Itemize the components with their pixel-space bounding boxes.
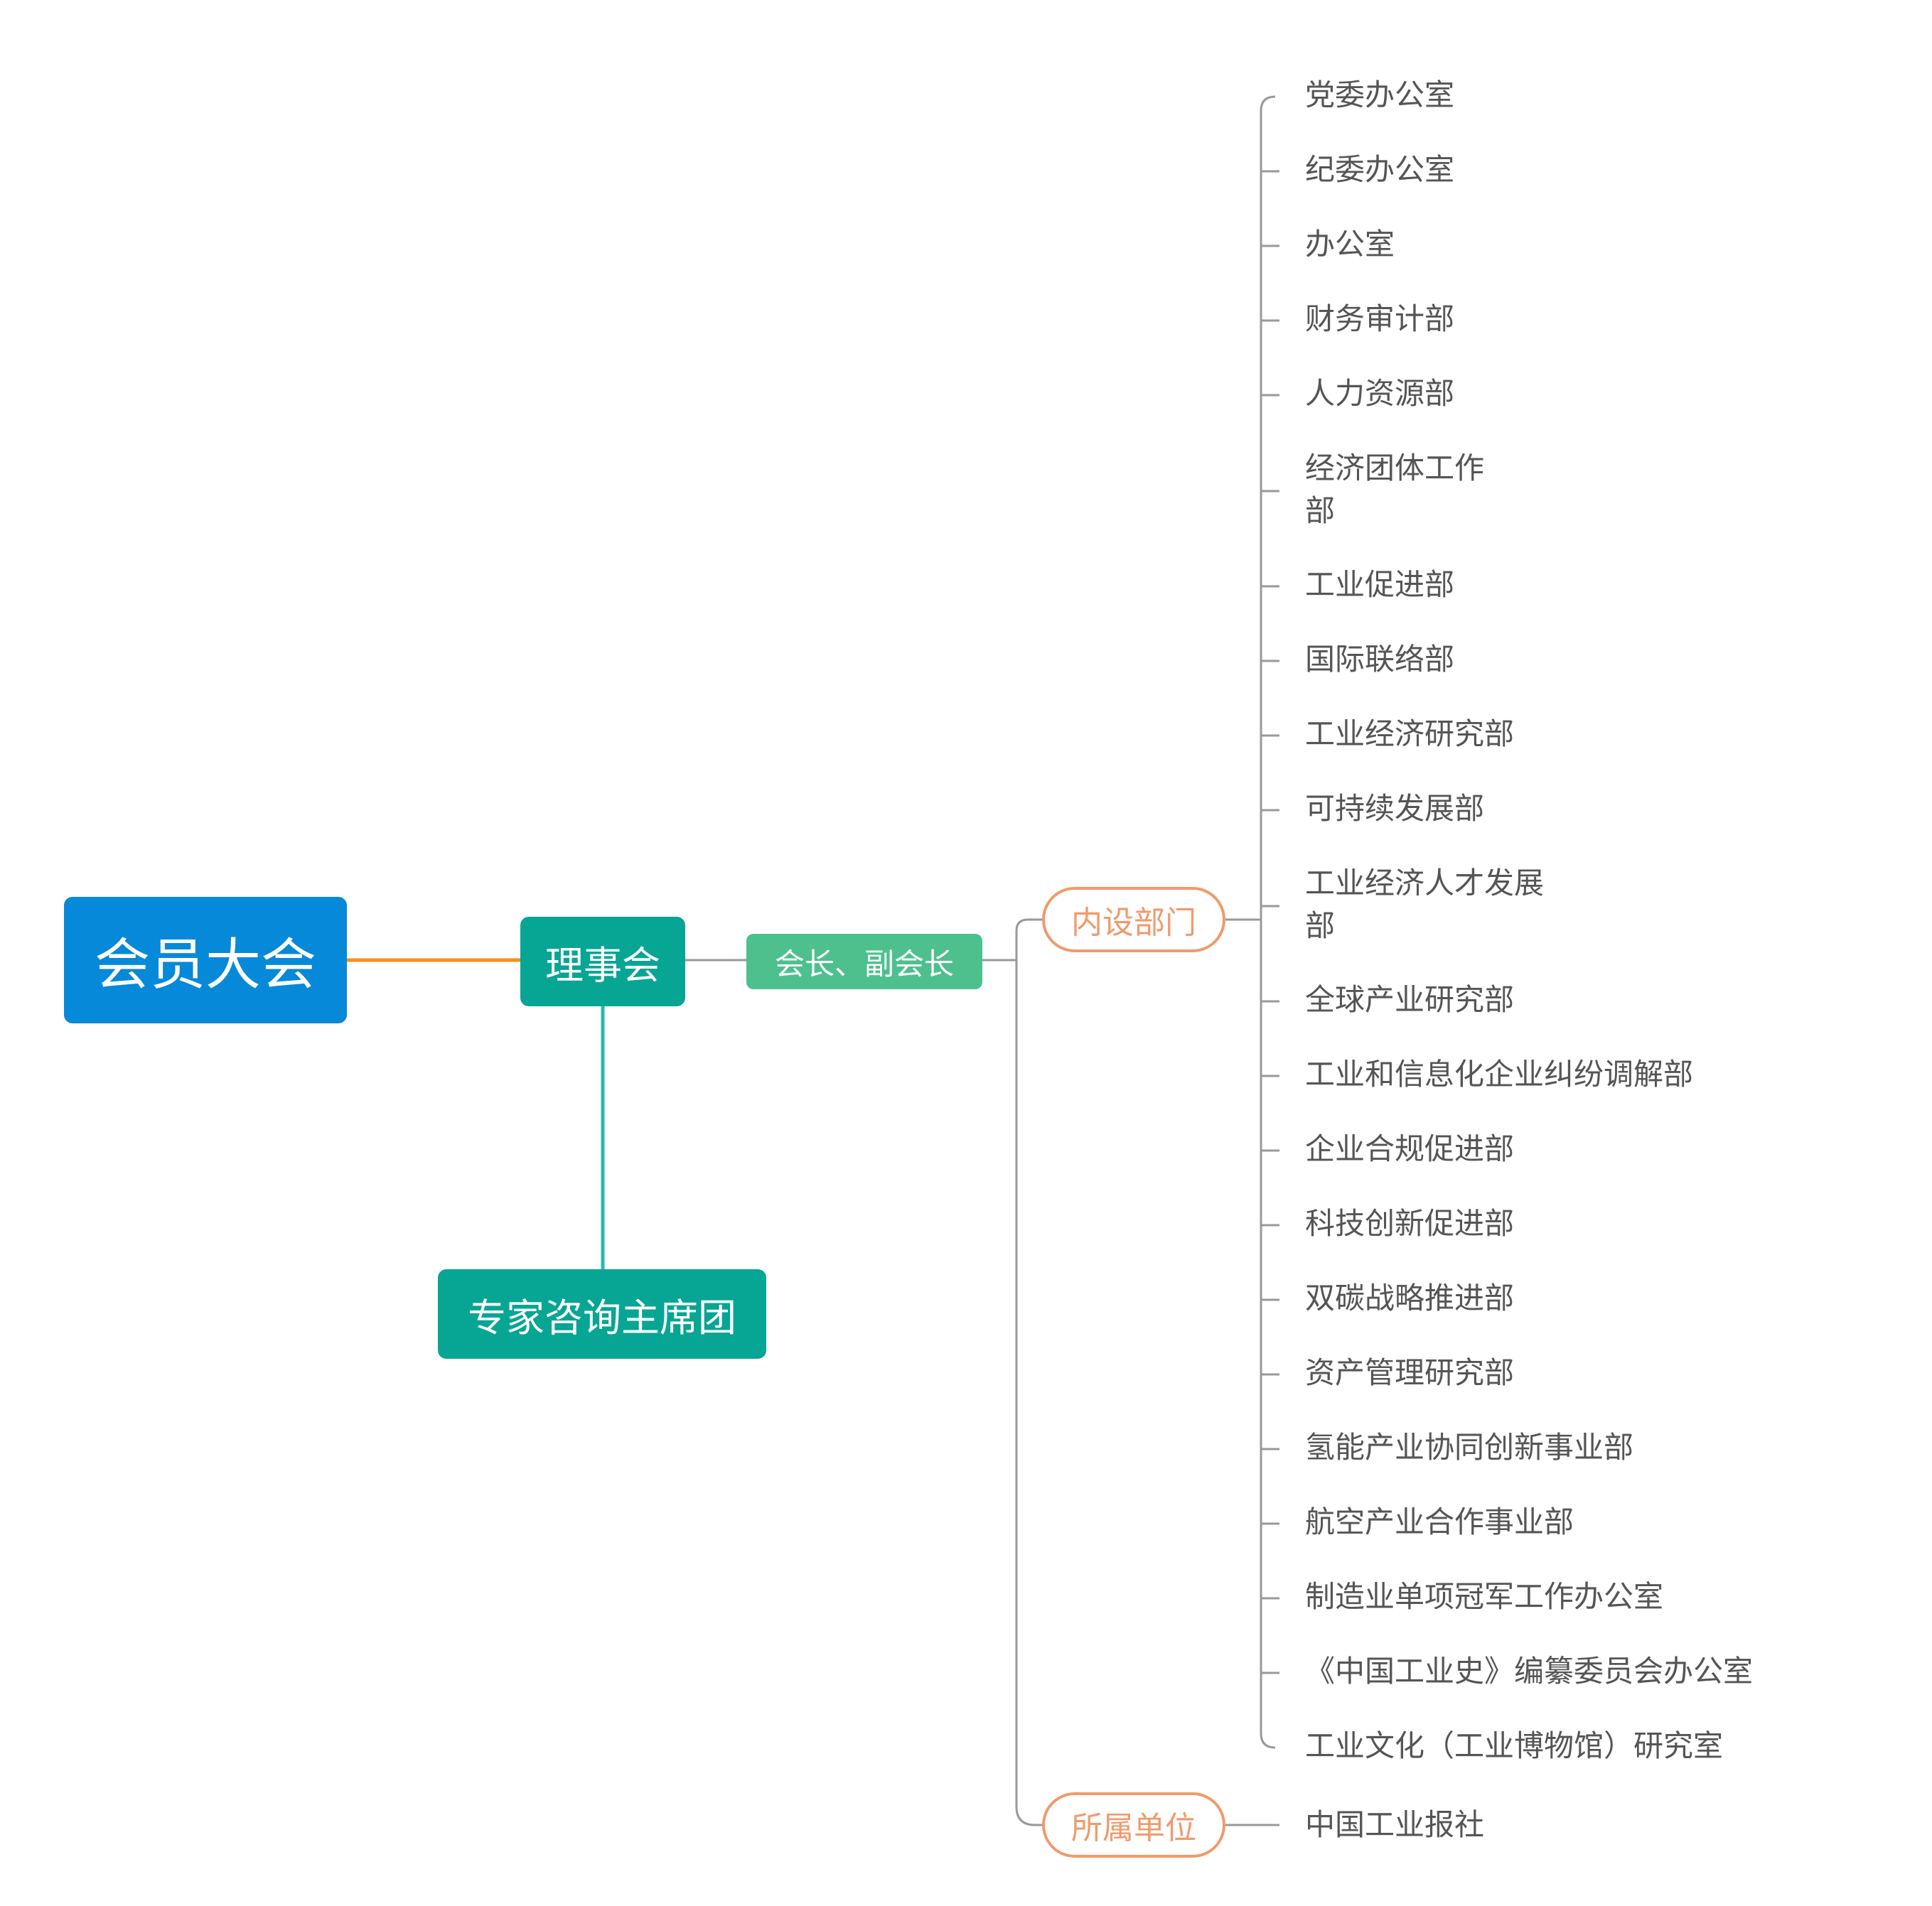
department-spine-line: [1260, 95, 1276, 1749]
department-item: 工业促进部: [1305, 567, 1455, 602]
president-branch-line: [982, 918, 1042, 1826]
department-item: 科技创新促进部: [1305, 1206, 1515, 1241]
department-item: 《中国工业史》编纂委员会办公室: [1305, 1654, 1754, 1689]
department-item: 资产管理研究部: [1305, 1355, 1515, 1390]
department-item: 可持续发展部: [1305, 791, 1485, 826]
department-item: 工业经济人才发展 部: [1305, 866, 1545, 943]
affiliated-unit-item: 中国工业报社: [1305, 1807, 1485, 1842]
general-assembly-node: 会员大会: [64, 897, 347, 1023]
expert-group-node: 专家咨询主席团: [438, 1269, 766, 1359]
department-item: 工业经济研究部: [1305, 716, 1515, 751]
department-item: 全球产业研究部: [1305, 982, 1515, 1017]
affiliated-units-node: 所属单位: [1042, 1792, 1225, 1858]
president-node: 会长、副会长: [746, 934, 982, 989]
department-item: 航空产业合作事业部: [1305, 1504, 1574, 1539]
department-item: 纪委办公室: [1305, 152, 1455, 187]
council-node: 理事会: [520, 917, 685, 1006]
department-item: 工业和信息化企业纠纷调解部: [1305, 1057, 1694, 1092]
department-item: 制造业单项冠军工作办公室: [1305, 1579, 1664, 1614]
department-item: 国际联络部: [1305, 642, 1455, 677]
department-item: 财务审计部: [1305, 301, 1455, 336]
internal-departments-node: 内设部门: [1042, 887, 1225, 952]
department-item: 工业文化（工业博物馆）研究室: [1305, 1728, 1724, 1763]
department-item: 氢能产业协同创新事业部: [1305, 1430, 1634, 1465]
department-item: 办公室: [1305, 227, 1395, 262]
department-item: 双碳战略推进部: [1305, 1281, 1515, 1315]
department-item: 党委办公室: [1305, 77, 1455, 112]
department-item: 人力资源部: [1305, 376, 1455, 411]
department-item: 经济团体工作 部: [1305, 451, 1485, 528]
department-item: 企业合规促进部: [1305, 1131, 1515, 1166]
leaf-tick-group: [1260, 95, 1279, 1749]
